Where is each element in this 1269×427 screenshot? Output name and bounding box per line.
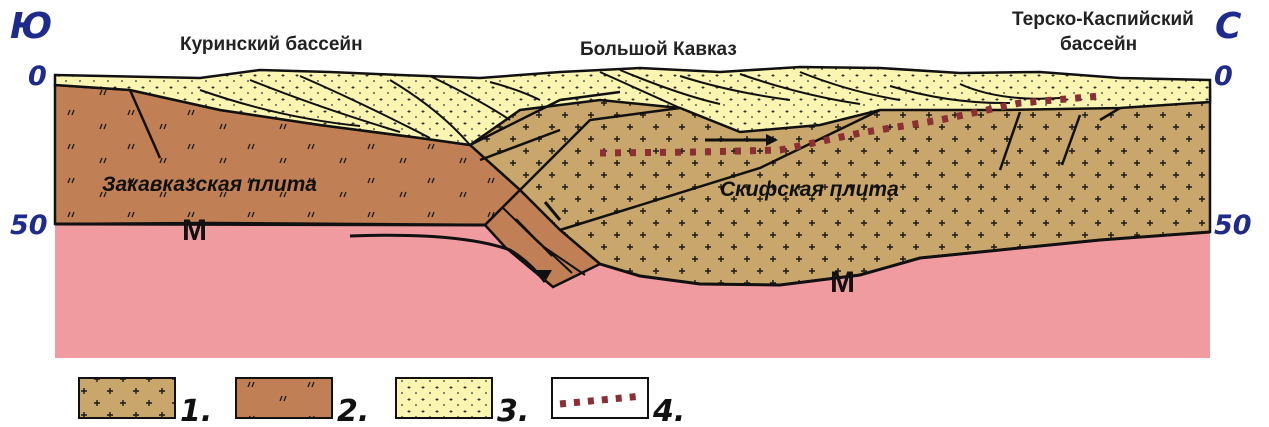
greater-caucasus-label: Большой Кавказ — [580, 39, 737, 60]
legend-number-2: 2. — [337, 394, 369, 427]
depth-label-right-0: 0 — [1214, 61, 1233, 92]
terek-caspian-label-line2: бассейн — [1060, 34, 1137, 55]
legend-number-4: 4. — [652, 394, 685, 427]
depth-label-right-50: 50 — [1214, 210, 1252, 241]
moho-label-right: М — [830, 266, 855, 299]
transcaucasian-plate-label: Закавказская плита — [102, 173, 317, 196]
moho-label-left: М — [182, 214, 207, 247]
depth-label-left-0: 0 — [28, 61, 47, 92]
legend-swatch-sediments — [396, 378, 492, 418]
kura-basin-label: Куринский бассейн — [180, 34, 363, 55]
legend-number-3: 3. — [497, 394, 529, 427]
legend: 1. 2. 3. 4. — [79, 378, 685, 427]
north-direction-label: С — [1215, 6, 1242, 47]
terek-caspian-label-line1: Терско-Каспийский — [1012, 9, 1194, 30]
south-direction-label: Ю — [10, 6, 52, 47]
depth-label-left-50: 50 — [10, 210, 48, 241]
legend-swatch-crust-scythian — [79, 378, 175, 418]
legend-swatch-crust-transcaucasian — [236, 378, 332, 418]
legend-number-1: 1. — [180, 394, 212, 427]
scythian-plate-label: Скифская плита — [720, 178, 899, 201]
moho-boundary-left — [55, 224, 485, 225]
